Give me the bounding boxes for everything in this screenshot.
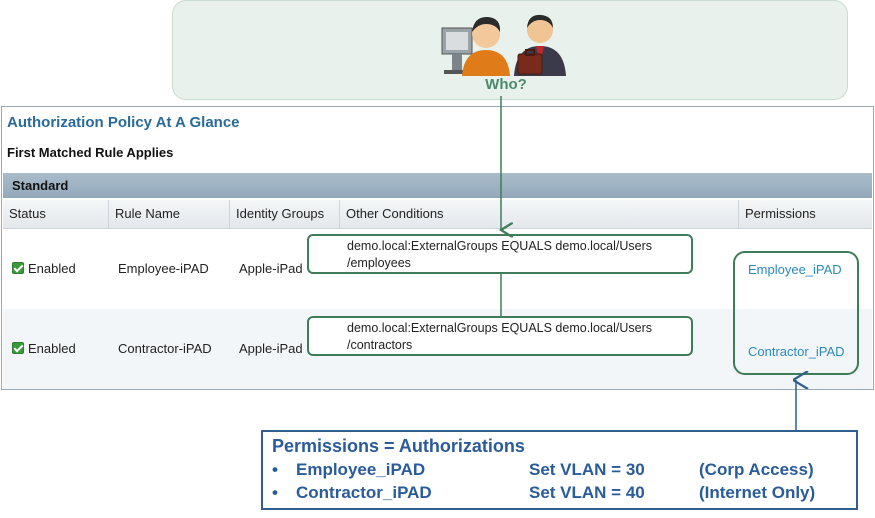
section-title: Standard bbox=[12, 178, 69, 193]
enabled-check-icon bbox=[12, 262, 24, 274]
vlan-setting: Set VLAN = 40 bbox=[529, 483, 645, 502]
condition-box-employees[interactable]: demo.local:ExternalGroups EQUALS demo.lo… bbox=[307, 234, 693, 274]
condition-text: /employees bbox=[347, 256, 411, 270]
section-header: Standard bbox=[3, 173, 872, 198]
who-callout bbox=[172, 0, 848, 100]
panel-subtitle: First Matched Rule Applies bbox=[7, 145, 174, 160]
status-cell: Enabled bbox=[12, 309, 76, 389]
status-cell: Enabled bbox=[12, 229, 76, 309]
column-rule-name[interactable]: Rule Name bbox=[109, 200, 230, 228]
enabled-check-icon bbox=[12, 342, 24, 354]
bullet: • bbox=[272, 483, 278, 502]
rule-name-cell: Contractor-iPAD bbox=[118, 341, 212, 356]
table-header: Status Rule Name Identity Groups Other C… bbox=[3, 200, 872, 229]
panel-title: Authorization Policy At A Glance bbox=[7, 114, 240, 131]
authorization-policy-panel: Authorization Policy At A Glance First M… bbox=[1, 106, 874, 390]
column-other-conditions[interactable]: Other Conditions bbox=[340, 200, 739, 228]
businessman-with-briefcase-icon bbox=[514, 14, 566, 76]
permission-link-employee[interactable]: Employee_iPAD bbox=[748, 262, 842, 277]
condition-text: demo.local:ExternalGroups EQUALS demo.lo… bbox=[347, 321, 652, 335]
permission-link-contractor[interactable]: Contractor_iPAD bbox=[748, 344, 845, 359]
condition-text: demo.local:ExternalGroups EQUALS demo.lo… bbox=[347, 239, 652, 253]
bullet: • bbox=[272, 460, 278, 479]
identity-group-cell: Apple-iPad bbox=[239, 261, 303, 276]
access-note: (Corp Access) bbox=[699, 460, 814, 479]
permissions-info-box: Permissions = Authorizations • Employee_… bbox=[261, 430, 858, 510]
identity-group-cell: Apple-iPad bbox=[239, 341, 303, 356]
permission-name: Employee_iPAD bbox=[296, 460, 426, 479]
permission-name: Contractor_iPAD bbox=[296, 483, 432, 502]
status-text: Enabled bbox=[28, 261, 76, 276]
info-title: Permissions = Authorizations bbox=[272, 436, 525, 456]
column-permissions[interactable]: Permissions bbox=[745, 206, 816, 221]
users-illustration bbox=[438, 6, 573, 78]
user-at-computer-icon bbox=[441, 16, 510, 76]
vlan-setting: Set VLAN = 30 bbox=[529, 460, 645, 479]
condition-box-contractors[interactable]: demo.local:ExternalGroups EQUALS demo.lo… bbox=[307, 316, 693, 356]
status-text: Enabled bbox=[28, 341, 76, 356]
column-identity-groups[interactable]: Identity Groups bbox=[230, 200, 340, 228]
column-status[interactable]: Status bbox=[3, 200, 109, 228]
rule-name-cell: Employee-iPAD bbox=[118, 261, 209, 276]
condition-text: /contractors bbox=[347, 338, 413, 352]
who-label: Who? bbox=[485, 76, 527, 93]
access-note: (Internet Only) bbox=[699, 483, 816, 502]
